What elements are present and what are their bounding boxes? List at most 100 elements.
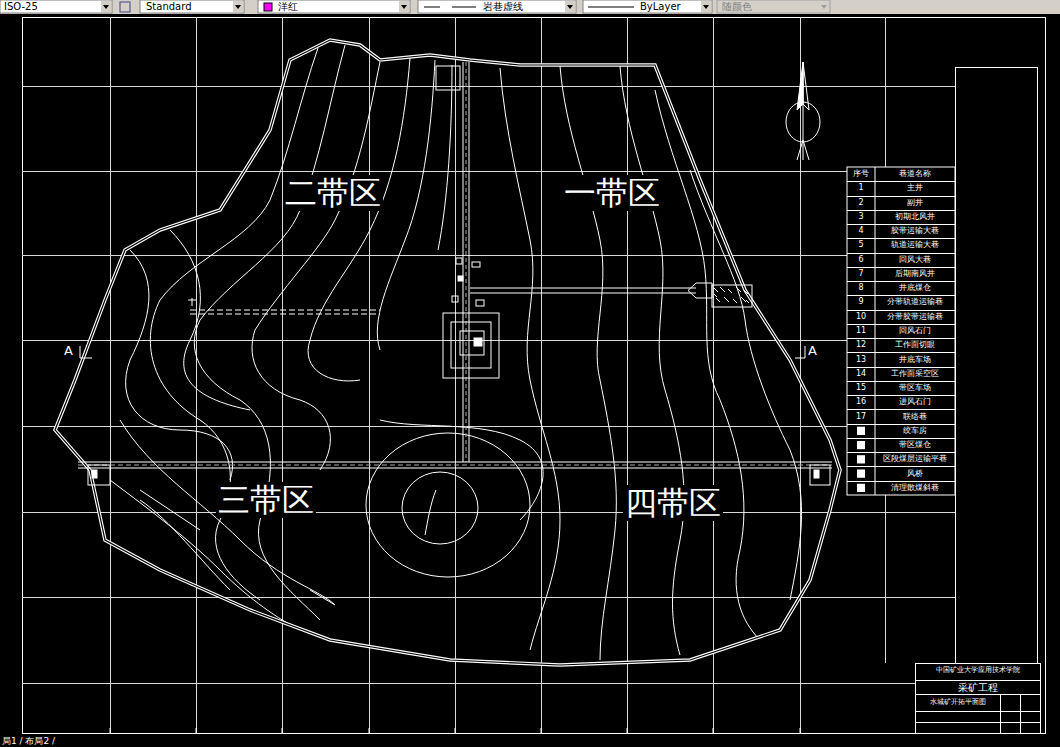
section-label: A: [64, 344, 73, 359]
roadways: [188, 298, 196, 306]
north-arrow: [797, 62, 803, 110]
toolbar: [588, 7, 634, 8]
toolbar-value: 随颜色: [722, 0, 752, 13]
roadways: [458, 276, 463, 281]
roadways: [78, 62, 832, 605]
section-marks: [80, 346, 92, 358]
coordinate-grid: [22, 340, 955, 341]
coordinate-grid: [369, 17, 370, 734]
coordinate-grid: [22, 17, 955, 734]
table-rule: [847, 352, 955, 353]
table-rule: [847, 253, 955, 254]
toolbar: [567, 5, 573, 9]
table-name: 巷道名称: [875, 168, 955, 180]
north-arrow: [803, 62, 809, 110]
toolbar: [103, 5, 109, 9]
toolbar: [235, 5, 241, 9]
axis-ticks: [110, 728, 800, 734]
contour-lines: [500, 68, 560, 650]
roadways: [452, 296, 458, 302]
table-number: 8: [847, 282, 875, 294]
table-rule: [847, 181, 955, 182]
table-number: 序号: [847, 168, 875, 180]
toolbar: [233, 1, 243, 12]
legend-symbol: [857, 469, 865, 477]
coordinate-grid: [110, 17, 111, 734]
table-name: 工作面采空区: [875, 368, 955, 380]
title-block: [915, 722, 1040, 723]
table-number: 13: [847, 353, 875, 365]
table-number: 16: [847, 396, 875, 408]
table-name: 进风石门: [875, 396, 955, 408]
table-number: 7: [847, 268, 875, 280]
coordinate-grid: [713, 17, 714, 734]
toolbar: [258, 0, 410, 13]
roadways: [92, 470, 97, 478]
roadways: [78, 468, 832, 469]
roadways: [190, 314, 380, 315]
table-name: 绞车房: [875, 425, 955, 437]
title-block: [1020, 694, 1021, 734]
table-rule: [847, 238, 955, 239]
legend-symbol: [857, 484, 865, 492]
table-number: 14: [847, 368, 875, 380]
table-rule: [875, 167, 876, 495]
axis-ticks: [541, 728, 542, 734]
table-rule: [847, 481, 955, 482]
toolbar: [418, 0, 576, 13]
region-label: 四带区: [623, 485, 723, 521]
coordinate-grid: [282, 17, 283, 734]
table-number: 10: [847, 311, 875, 323]
table-number: 4: [847, 225, 875, 237]
toolbar: [401, 5, 407, 9]
title-block-text: 水城矿开拓平面图: [915, 698, 1000, 706]
table-name: 初期北风井: [875, 211, 955, 223]
contour-lines: [308, 58, 410, 381]
coordinate-grid: [22, 426, 955, 427]
title-block: [915, 711, 1040, 712]
drawing-frame: [956, 68, 1038, 664]
table-name: 胶带运输大巷: [875, 225, 955, 237]
roadways: [469, 62, 470, 462]
table-rule: [847, 210, 955, 211]
table-number: 2: [847, 197, 875, 209]
toolbar: [101, 1, 111, 12]
legend-symbol: [857, 427, 865, 435]
toolbar-value: 岩巷虚线: [483, 0, 523, 13]
table-rule: [847, 466, 955, 467]
table-name: 轨道运输大巷: [875, 239, 955, 251]
axis-ticks: [713, 728, 714, 734]
table-number: 17: [847, 410, 875, 422]
title-block-text: 中国矿业大学应用技术学院: [915, 666, 1040, 674]
axis-ticks: [627, 728, 628, 734]
toolbar: [583, 0, 712, 13]
toolbar: [819, 1, 829, 12]
table-name: 后期南风井: [875, 268, 955, 280]
table-number: 15: [847, 382, 875, 394]
table-name: 井底煤仓: [875, 282, 955, 294]
roadways: [436, 66, 460, 90]
section-label: A: [808, 344, 817, 359]
table-name: 带区车场: [875, 382, 955, 394]
region-label: 二带区: [283, 175, 383, 211]
drawing-frame: [23, 18, 1046, 734]
toolbar-value: 洋红: [278, 0, 298, 13]
contour-lines: [150, 48, 318, 600]
table-rule: [847, 424, 955, 425]
table-rule: [847, 367, 955, 368]
north-arrow: [786, 62, 820, 160]
contour-lines: [110, 45, 802, 660]
title-block-text: 采矿工程: [915, 682, 1040, 693]
toolbar-value: ByLayer: [640, 0, 681, 13]
toolbar: [264, 3, 272, 11]
roadways: [714, 287, 749, 303]
table-name: 带区煤仓: [875, 439, 955, 451]
roadways: [310, 590, 335, 605]
table-name: 工作面切眼: [875, 339, 955, 351]
title-block: [916, 664, 1041, 734]
toolbar: [120, 2, 130, 12]
title-block: [1000, 694, 1001, 734]
coordinate-grid: [627, 17, 628, 734]
roadways: [78, 462, 832, 463]
